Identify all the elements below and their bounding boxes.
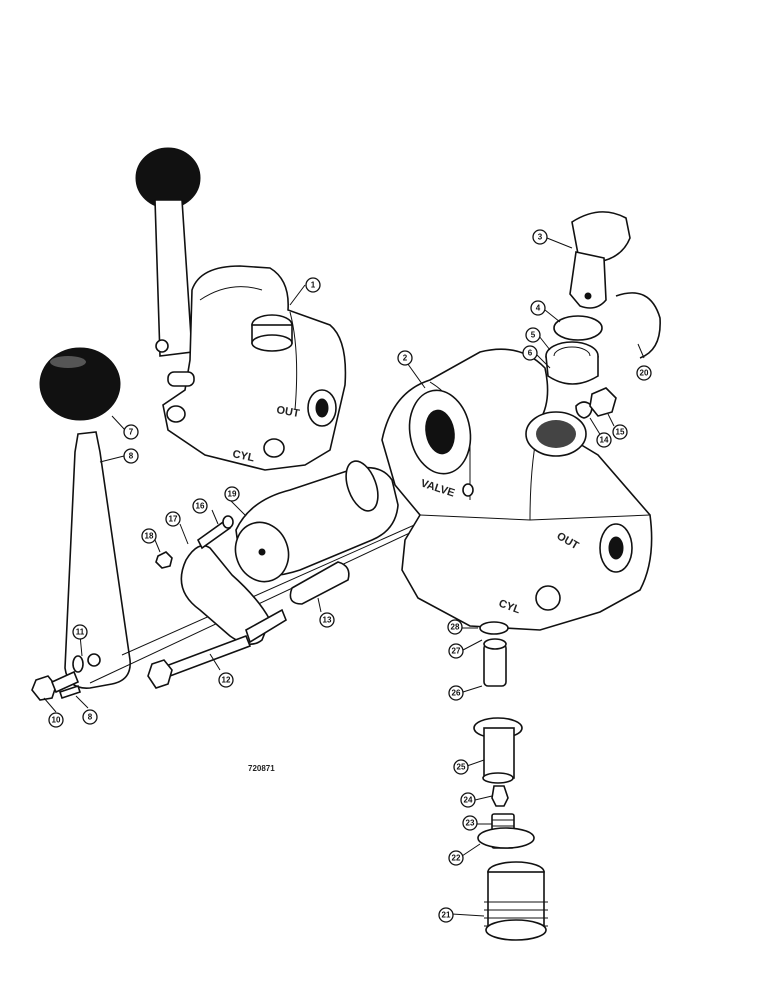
svg-text:18: 18 — [145, 532, 154, 541]
callout-5: 5 — [525, 327, 541, 343]
callout-25: 25 — [453, 759, 469, 775]
plunger-26 — [483, 643, 507, 687]
svg-text:13: 13 — [323, 616, 332, 625]
svg-text:19: 19 — [228, 490, 237, 499]
relief-parts — [545, 211, 661, 419]
svg-text:15: 15 — [616, 428, 625, 437]
callout-10: 10 — [48, 712, 64, 728]
figure-number: 720871 — [248, 764, 275, 773]
nut-18 — [155, 551, 173, 569]
loose-knob-and-lever — [31, 347, 521, 701]
svg-text:4: 4 — [536, 304, 541, 313]
ring-28 — [479, 621, 509, 635]
svg-text:7: 7 — [129, 428, 134, 437]
svg-text:27: 27 — [452, 647, 461, 656]
callout-18: 18 — [141, 528, 157, 544]
nut-15 — [589, 387, 617, 417]
callout-16: 16 — [192, 498, 208, 514]
callout-28: 28 — [447, 619, 463, 635]
callout-12: 12 — [218, 672, 234, 688]
svg-text:5: 5 — [531, 331, 536, 340]
svg-text:21: 21 — [442, 911, 451, 920]
o-ring-22 — [477, 827, 535, 849]
assembled-valve: OUT CYL — [135, 147, 347, 471]
callout-3: 3 — [532, 229, 548, 245]
callout-27: 27 — [448, 643, 464, 659]
spool-assembly — [147, 460, 399, 689]
upper-lever — [154, 199, 193, 357]
callout-15: 15 — [612, 424, 628, 440]
callout-21: 21 — [438, 907, 454, 923]
svg-text:24: 24 — [464, 796, 473, 805]
callout-4: 4 — [530, 300, 546, 316]
callout-6: 6 — [522, 345, 538, 361]
callout-24: 24 — [460, 792, 476, 808]
lever-pivot — [155, 339, 169, 353]
callout-23: 23 — [462, 815, 478, 831]
callout-7: 7 — [123, 424, 139, 440]
svg-text:8: 8 — [88, 713, 93, 722]
callout-11: 11 — [72, 624, 88, 640]
main-valve-body: VALVE OUT CYL — [381, 348, 653, 631]
callout-19: 19 — [224, 486, 240, 502]
svg-text:1: 1 — [311, 281, 316, 290]
svg-text:25: 25 — [457, 763, 466, 772]
svg-text:26: 26 — [452, 689, 461, 698]
sleeve-13 — [289, 561, 350, 605]
callout-labels: 1 2 3 4 5 6 7 8 8 10 11 12 13 14 15 16 1… — [48, 229, 652, 923]
small-valve-pin — [167, 371, 195, 387]
callout-1: 1 — [305, 277, 321, 293]
svg-text:10: 10 — [52, 716, 61, 725]
svg-text:3: 3 — [538, 233, 543, 242]
small-out-marking: OUT — [275, 404, 300, 420]
svg-text:23: 23 — [466, 819, 475, 828]
svg-text:14: 14 — [600, 436, 609, 445]
svg-text:20: 20 — [640, 369, 649, 378]
bolt-10 — [31, 675, 57, 701]
callout-13: 13 — [319, 612, 335, 628]
callout-2: 2 — [397, 350, 413, 366]
callout-8-pin: 8 — [82, 709, 98, 725]
washer-14 — [575, 401, 593, 419]
svg-text:16: 16 — [196, 502, 205, 511]
lever-8 — [64, 431, 131, 689]
svg-text:11: 11 — [76, 628, 85, 637]
callout-26: 26 — [448, 685, 464, 701]
callout-17: 17 — [165, 511, 181, 527]
callout-8-lever: 8 — [123, 448, 139, 464]
svg-text:22: 22 — [452, 854, 461, 863]
bolt-12 — [164, 634, 252, 678]
poppet-24 — [491, 785, 509, 807]
svg-text:28: 28 — [451, 623, 460, 632]
small-cyl-marking: CYL — [231, 448, 255, 464]
small-valve-body — [162, 265, 347, 471]
svg-text:12: 12 — [222, 676, 231, 685]
o-ring-4 — [553, 315, 603, 341]
upper-knob-icon — [135, 147, 201, 209]
svg-text:6: 6 — [528, 349, 533, 358]
pin-9 — [58, 684, 82, 700]
callout-20: 20 — [636, 365, 652, 381]
svg-text:8: 8 — [129, 452, 134, 461]
svg-text:2: 2 — [403, 354, 408, 363]
washer-11 — [72, 655, 84, 673]
svg-text:17: 17 — [169, 515, 178, 524]
callout-22: 22 — [448, 850, 464, 866]
lower-stack — [473, 621, 548, 941]
snap-ring-20 — [615, 292, 661, 359]
callout-14: 14 — [596, 432, 612, 448]
